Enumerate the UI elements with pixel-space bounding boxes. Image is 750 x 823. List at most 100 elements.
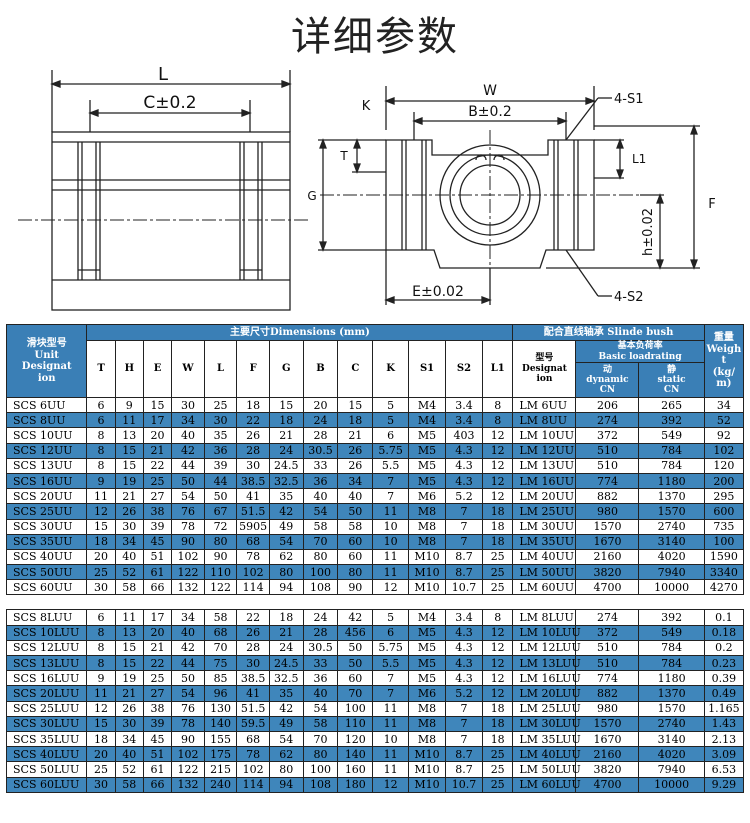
table-cell: 15 [268,396,304,414]
table-cell: 549 [638,427,705,444]
table-cell: 510 [575,654,640,672]
table-cell: 76 [171,503,205,520]
table-cell: 102 [236,761,270,778]
table-cell: 15 [142,396,173,414]
table-cell: 11 [86,488,116,505]
table-cell: 7 [445,518,483,535]
table-cell: 7 [445,503,483,520]
table-cell: M8 [408,503,447,520]
table-cell: 24 [268,639,304,657]
table-cell: 0.49 [703,685,745,702]
table-cell: 58 [337,518,374,535]
table-cell: LM 12LUU [512,639,581,657]
table-cell: 13 [114,427,144,444]
header-dim-S2: S2 [445,340,483,398]
table-cell: 30.5 [302,442,339,459]
table-cell: 21 [114,685,144,702]
table-cell: 51.5 [236,503,270,520]
table-cell: 94 [268,579,304,596]
table-cell: 25 [86,564,116,581]
table-cell: SCS 35LUU [5,730,88,748]
table-cell: 27 [142,488,173,505]
table-cell: SCS 8UU [5,412,88,429]
table-cell: 102 [171,746,205,763]
table-cell: 62 [268,548,304,566]
header-bush-type: 型号 Designat ion [512,340,577,398]
table-cell: 28 [302,427,339,444]
table-cell: 1180 [638,670,705,687]
table-cell: 39 [142,715,173,732]
table-cell: 49 [268,518,304,535]
table-cell: 39 [203,457,238,474]
header-dim-F: F [236,340,270,398]
table-cell: 100 [302,564,339,581]
table-cell: 51.5 [236,700,270,717]
table-cell: 25 [86,761,116,778]
dim-label-L1: L1 [632,152,646,166]
table-cell: 5 [372,609,410,626]
table-cell: 33 [302,654,339,672]
table-cell: 44 [203,472,238,490]
table-cell: 784 [638,639,705,657]
table-cell: 19 [114,670,144,687]
table-cell: 15 [114,442,144,459]
header-dynamic: 动 dynamic CN [575,362,640,398]
table-cell: 140 [337,746,374,763]
table-cell: SCS 10LUU [5,624,88,641]
table-cell: 10000 [638,579,705,596]
table-cell: 90 [337,579,374,596]
table-cell: 52 [114,761,144,778]
dim-label-B: B±0.2 [468,104,512,120]
table-cell: 9 [86,472,116,490]
table-cell: 42 [268,700,304,717]
table-cell: 40 [337,488,374,505]
table-cell: 68 [236,533,270,550]
table-cell: 51 [142,548,173,566]
table-cell: 58 [114,579,144,596]
table-cell: M5 [408,427,447,444]
table-cell: 68 [236,730,270,748]
table-cell: 0.39 [703,670,745,687]
table-cell: 18 [86,533,116,550]
table-cell: 26 [236,624,270,641]
table-cell: 180 [337,776,374,793]
table-cell: 21 [142,639,173,657]
table-cell: 2.13 [703,730,745,748]
table-cell: 200 [703,472,745,490]
header-weight: 重量 Weigh t (kg/ m) [703,324,745,398]
table-cell: 27 [142,685,173,702]
table-cell: 18 [481,503,514,520]
table-cell: 549 [638,624,705,641]
table-cell: 5905 [236,518,270,535]
table-cell: LM 20UU [512,488,577,505]
table-cell: LM 10LUU [512,624,581,641]
table-cell: 265 [638,396,705,414]
table-cell: 30 [171,396,205,414]
table-cell: 600 [703,503,745,520]
dim-label-W: W [483,83,497,99]
table-cell: 5.75 [372,639,410,657]
table-cell: 2160 [575,548,640,566]
table-cell: 1670 [575,730,640,748]
table-cell: SCS 20UU [5,488,88,505]
table-cell: 206 [575,396,640,414]
table-cell: 1370 [638,488,705,505]
table-cell: 21 [268,624,304,641]
table-cell: LM 25UU [512,503,577,520]
table-cell: 36 [302,670,339,687]
table-cell: M8 [408,533,447,550]
table-cell: 114 [236,776,270,793]
table-cell: 50 [171,472,205,490]
table-cell: 80 [302,548,339,566]
table-cell: 12 [481,685,514,702]
table-cell: 4700 [575,579,640,596]
table-cell: 5.2 [445,685,483,702]
page-title: 详细参数 [291,14,459,60]
table-cell: 18 [268,609,304,626]
